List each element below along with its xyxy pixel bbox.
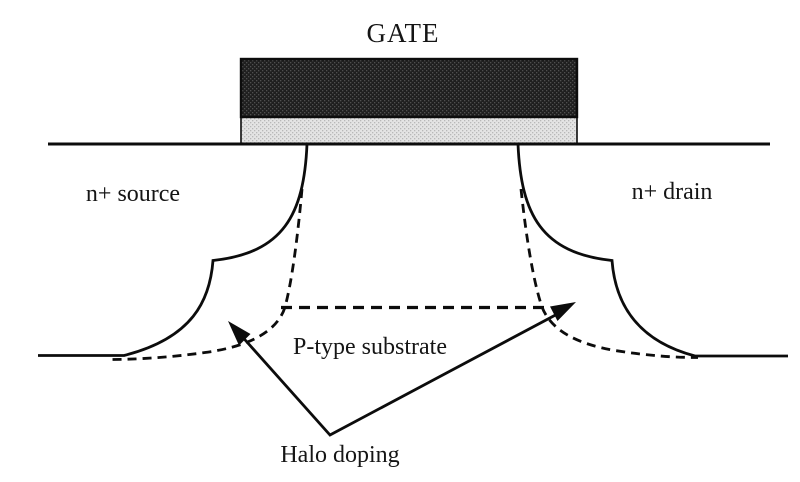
halo-annotation-arrow-shafts (236, 309, 564, 437)
drain-junction-boundary (516, 143, 788, 358)
drain-label: n+ drain (632, 179, 713, 205)
halo-arrowhead-left (228, 321, 251, 346)
source-junction-boundary (38, 143, 309, 357)
halo-arrowhead-right (550, 302, 576, 321)
substrate-label: P-type substrate (293, 334, 447, 360)
diagram-linework (38, 142, 788, 437)
gate-oxide-layer (240, 116, 578, 145)
source-label: n+ source (86, 181, 180, 207)
halo-boundary-left-dashed (109, 188, 304, 361)
halo-boundary-right-dashed (519, 188, 699, 359)
halo-doping-label: Halo doping (280, 442, 399, 468)
gate-electrode (239, 57, 579, 119)
gate-label: GATE (367, 18, 440, 48)
